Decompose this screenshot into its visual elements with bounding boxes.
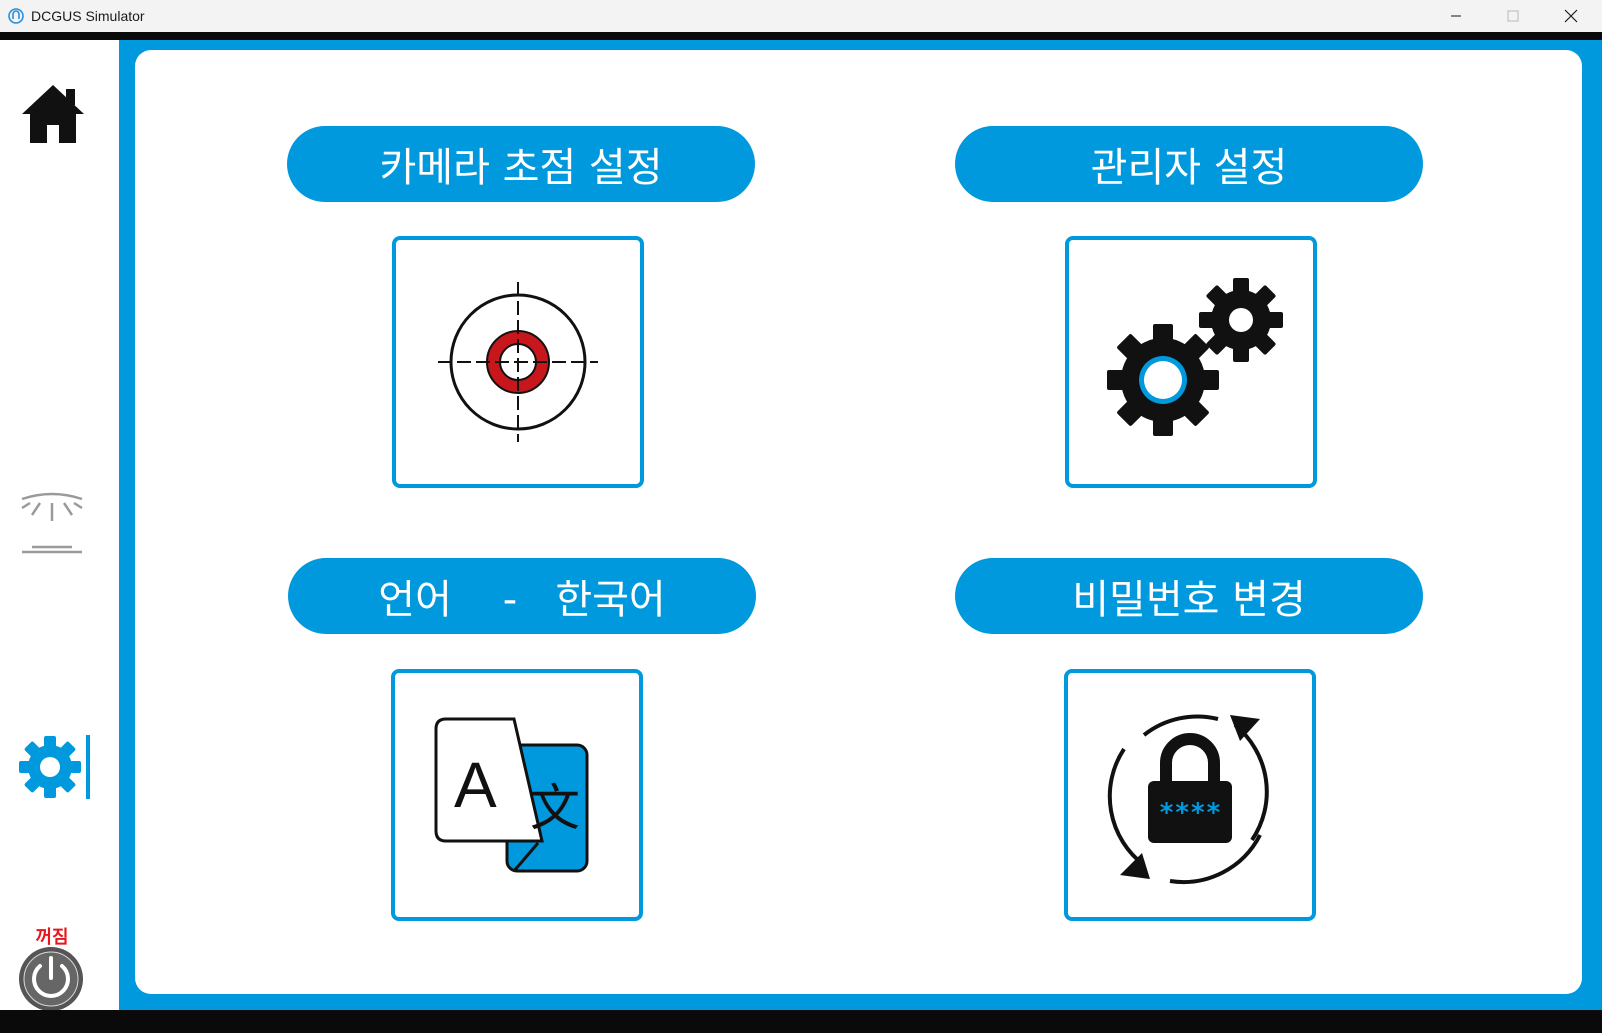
- sidebar: 꺼짐: [0, 40, 119, 1012]
- change-password-button[interactable]: 비밀번호 변경: [955, 558, 1423, 634]
- bottom-border: [0, 1010, 1602, 1033]
- gear-icon[interactable]: [18, 733, 92, 801]
- camera-focus-button[interactable]: 카메라 초점 설정: [287, 126, 755, 202]
- language-label: 언어 - 한국어: [378, 577, 666, 623]
- close-button[interactable]: [1543, 0, 1599, 32]
- power-icon[interactable]: [18, 946, 84, 1012]
- language-button[interactable]: 언어 - 한국어: [288, 558, 756, 634]
- admin-settings-label: 관리자 설정: [1090, 145, 1288, 191]
- admin-settings-tile[interactable]: [1065, 236, 1317, 488]
- language-tile[interactable]: A 文: [391, 669, 643, 921]
- translate-icon: A 文: [434, 717, 589, 873]
- top-border: [0, 32, 1602, 40]
- close-icon: [1564, 9, 1578, 23]
- change-password-tile[interactable]: ****: [1064, 669, 1316, 921]
- settings-panel: [135, 50, 1582, 994]
- lamp-icon[interactable]: [18, 487, 86, 567]
- window-title: DCGUS Simulator: [31, 8, 145, 24]
- admin-settings-button[interactable]: 관리자 설정: [955, 126, 1423, 202]
- change-password-label: 비밀번호 변경: [1072, 577, 1306, 623]
- home-icon[interactable]: [20, 81, 86, 147]
- app-icon: [8, 8, 24, 24]
- power-status-label: 꺼짐: [35, 927, 69, 948]
- minimize-icon: [1451, 15, 1461, 17]
- title-bar: DCGUS Simulator: [0, 0, 1602, 32]
- password-lock-icon: ****: [1107, 714, 1269, 885]
- svg-text:A: A: [454, 749, 497, 821]
- svg-text:****: ****: [1159, 798, 1222, 828]
- maximize-icon: [1507, 10, 1519, 22]
- camera-focus-tile[interactable]: [392, 236, 644, 488]
- maximize-button[interactable]: [1485, 0, 1541, 32]
- gears-icon: [1107, 278, 1283, 436]
- camera-focus-label: 카메라 초점 설정: [379, 145, 663, 191]
- target-icon: [438, 282, 598, 442]
- svg-text:文: 文: [530, 779, 580, 837]
- minimize-button[interactable]: [1428, 0, 1484, 32]
